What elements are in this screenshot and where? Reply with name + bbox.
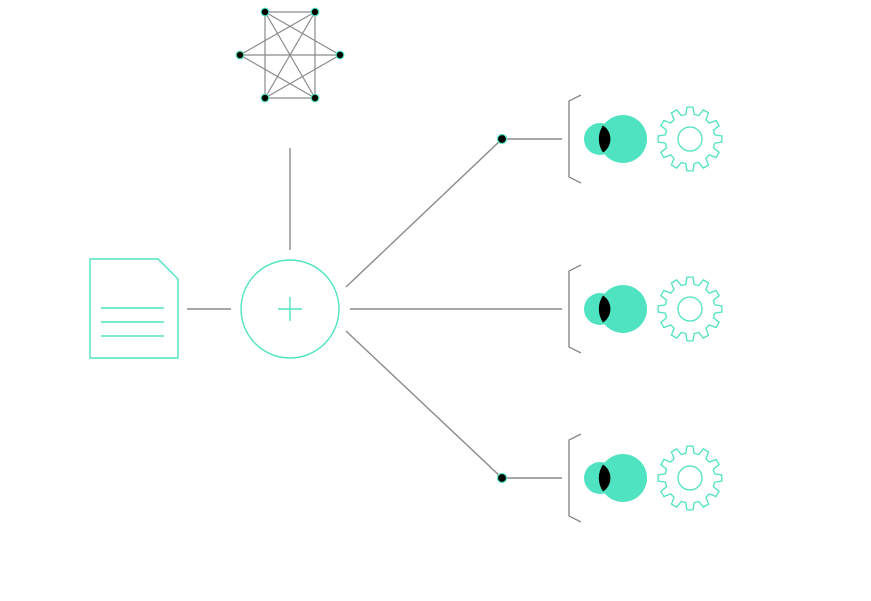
connector-branch-top (345, 138, 562, 288)
eye-icon (584, 454, 647, 502)
gear-hub (677, 126, 703, 152)
bracket-icon (568, 433, 582, 523)
branch-bottom (568, 433, 723, 523)
branch-top (568, 94, 723, 184)
gear-icon (657, 445, 723, 511)
branch-connectors (345, 138, 562, 479)
branch-node-top (496, 133, 508, 145)
connector-branch-bottom (345, 330, 562, 479)
bracket-icon (568, 264, 582, 354)
network-graph-icon (235, 7, 345, 103)
network-edges (239, 11, 341, 99)
gear-hub (677, 296, 703, 322)
eye-icon (584, 115, 647, 163)
gear-hub (677, 465, 703, 491)
document-icon (89, 258, 179, 359)
branch-middle (568, 264, 723, 354)
plus-circle-icon (240, 259, 340, 359)
gear-icon (657, 106, 723, 172)
bracket-icon (568, 94, 582, 184)
gear-icon (657, 276, 723, 342)
branch-node-bottom (496, 472, 508, 484)
eye-icon (584, 285, 647, 333)
network-nodes (235, 7, 345, 103)
